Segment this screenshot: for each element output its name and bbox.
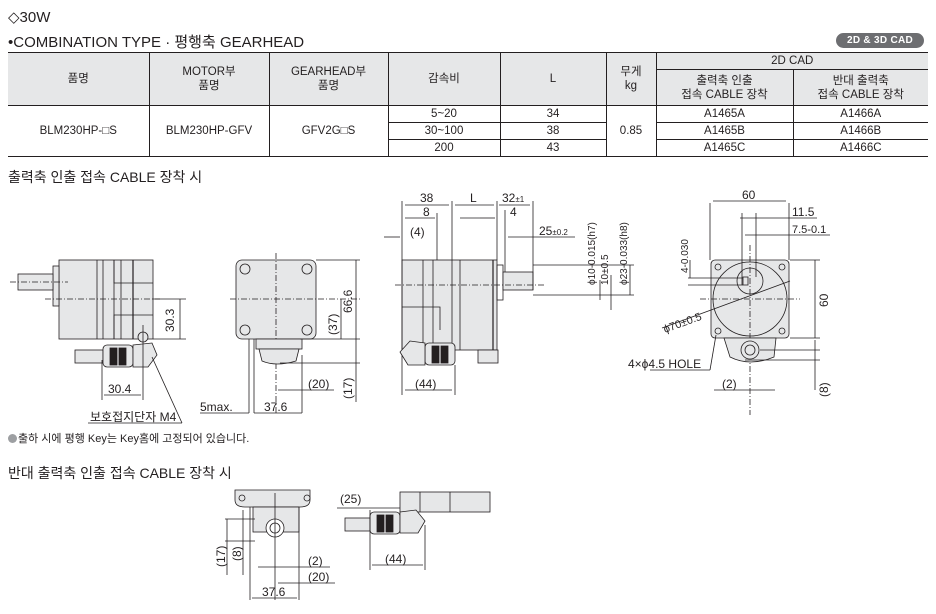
cad-badge[interactable]: 2D & 3D CAD: [836, 33, 924, 48]
gearhead-part-cell: GFV2G□S: [268, 105, 389, 157]
wattage-heading: ◇30W: [8, 9, 51, 26]
weight-cell: 0.85: [605, 105, 657, 157]
dim-66-6: 66.6: [341, 289, 355, 313]
dim-25-side: (25): [340, 492, 361, 506]
ground-terminal-label: 보호접지단자 M4: [90, 410, 177, 424]
hole-label: 4×ϕ4.5 HOLE: [628, 357, 701, 371]
section-opposite-cable-title: 반대 출력축 인출 접속 CABLE 장착 시: [8, 465, 232, 481]
dim-17: (17): [341, 378, 355, 399]
cad-output-link[interactable]: A1465B: [655, 122, 794, 140]
dim-7-5: 7.5-0.1: [792, 224, 826, 236]
dim-60-height: 60: [817, 293, 831, 307]
bottom-view-drawing: [225, 489, 335, 600]
dim-8: 8: [423, 205, 430, 219]
dim-8-end: (8): [817, 382, 831, 397]
section-output-cable-title: 출력축 인출 접속 CABLE 장착 시: [8, 169, 203, 185]
dim-44-side: (44): [385, 552, 406, 566]
dim-11-5: 11.5: [792, 205, 815, 219]
motor-part-cell: BLM230HP-GFV: [148, 105, 270, 157]
opposite-side-view-drawing: [337, 491, 491, 570]
dimension-drawings-output-cable: 30.3 30.4 보호접지단자 M4 66.6 (37) (17) (20) …: [10, 188, 831, 424]
dim-L: L: [470, 191, 477, 205]
dim-70-dia: ϕ70±0.5: [662, 311, 703, 336]
dim-37: (37): [326, 314, 340, 335]
dim-20: (20): [308, 377, 329, 391]
dim-23-dia: ϕ23-0.033(h8): [619, 222, 630, 285]
header-2d-cad: 2D CAD: [655, 52, 928, 70]
cad-opposite-link[interactable]: A1466C: [792, 139, 928, 157]
cad-opposite-link[interactable]: A1466A: [792, 105, 928, 123]
dimension-drawings-opposite-cable: (17) (8) (2) (20) 37.6 (25) (44): [214, 489, 491, 600]
dim-8-bottom: (8): [230, 546, 244, 561]
side-view-drawing: [10, 259, 186, 424]
dim-37-6: 37.6: [264, 400, 288, 414]
ratio-cell: 5~20: [387, 105, 501, 123]
header-ratio: 감속비: [387, 52, 501, 106]
cad-output-link[interactable]: A1465C: [655, 139, 794, 157]
dim-60-width: 60: [742, 188, 756, 202]
dim-20-bottom: (20): [308, 570, 329, 584]
dim-4: 4: [510, 205, 517, 219]
dim-4-key: 4-0.030: [680, 239, 691, 273]
dim-30-3: 30.3: [163, 308, 177, 332]
header-product-name: 품명: [8, 52, 150, 106]
ratio-cell: 200: [388, 139, 501, 157]
dim-25: 25±0.2: [539, 224, 568, 238]
end-view-drawing: [650, 200, 830, 415]
dim-32: 32±1: [502, 191, 525, 205]
dim-5max: 5max.: [200, 400, 233, 414]
dim-shaft-dia: ϕ10-0.015(h7): [587, 222, 598, 285]
length-cell: 38: [499, 122, 607, 140]
length-cell: 34: [499, 105, 607, 123]
dim-38: 38: [420, 191, 434, 205]
combination-type-heading: •COMBINATION TYPE · 평행축 GEARHEAD: [8, 34, 305, 51]
dim-4-paren: (4): [410, 225, 425, 239]
ratio-cell: 30~100: [388, 122, 501, 140]
dim-37-6-bottom: 37.6: [262, 585, 286, 599]
dim-10: 10±0.5: [600, 254, 611, 285]
dim-2-bottom: (2): [308, 554, 323, 568]
shipping-note: 출하 시에 평행 Key는 Key홈에 고정되어 있습니다.: [8, 430, 249, 446]
dim-30-4: 30.4: [108, 382, 132, 396]
gear-side-view-drawing: [384, 201, 634, 395]
cad-opposite-link[interactable]: A1466B: [792, 122, 928, 140]
front-view-drawing: [200, 253, 360, 415]
product-name-cell: BLM230HP-□S: [8, 105, 150, 157]
length-cell: 43: [499, 139, 607, 157]
cad-output-link[interactable]: A1465A: [655, 105, 794, 123]
dim-2: (2): [722, 377, 737, 391]
dim-17-bottom: (17): [214, 546, 228, 567]
dim-44: (44): [415, 377, 436, 391]
header-length: L: [499, 52, 607, 106]
bullet-icon: [8, 434, 17, 443]
